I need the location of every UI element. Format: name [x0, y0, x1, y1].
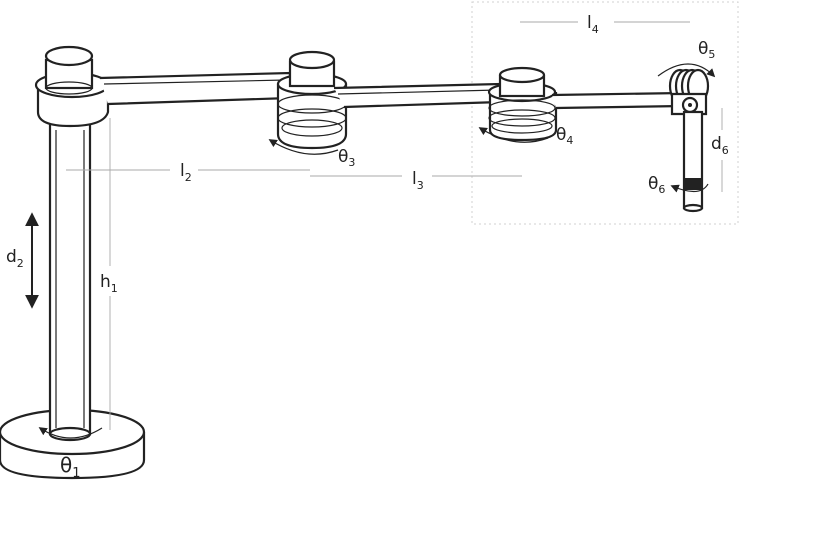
- link-2: [99, 71, 292, 106]
- theta3-arrow: [268, 139, 339, 155]
- end-effector: [682, 110, 704, 213]
- label-theta1: θ1: [60, 453, 81, 481]
- label-l4: l4: [587, 13, 599, 36]
- joint-3: [276, 50, 348, 150]
- vertical-column: [48, 116, 92, 442]
- label-theta3: θ3: [338, 147, 355, 169]
- dimension-lines: [66, 21, 723, 430]
- link-3: [333, 82, 502, 109]
- theta6-arrow: [670, 183, 709, 193]
- theta4-arrow: [478, 127, 549, 143]
- theta1-arrow: [38, 427, 103, 439]
- label-theta5: θ5: [698, 39, 715, 61]
- label-l2: l2: [180, 161, 192, 184]
- link-4: [551, 91, 684, 110]
- joint-5: [668, 68, 710, 116]
- shoulder-joint: [34, 45, 110, 128]
- theta5-arrow: [657, 63, 716, 78]
- label-h1: h1: [100, 272, 118, 295]
- label-theta4: θ4: [556, 125, 573, 147]
- label-d2: d2: [6, 247, 24, 270]
- joint-4: [487, 66, 558, 142]
- label-l3: l3: [412, 169, 424, 192]
- base-plate: [0, 408, 146, 480]
- label-d6: d6: [711, 134, 729, 157]
- label-theta6: θ6: [648, 174, 665, 196]
